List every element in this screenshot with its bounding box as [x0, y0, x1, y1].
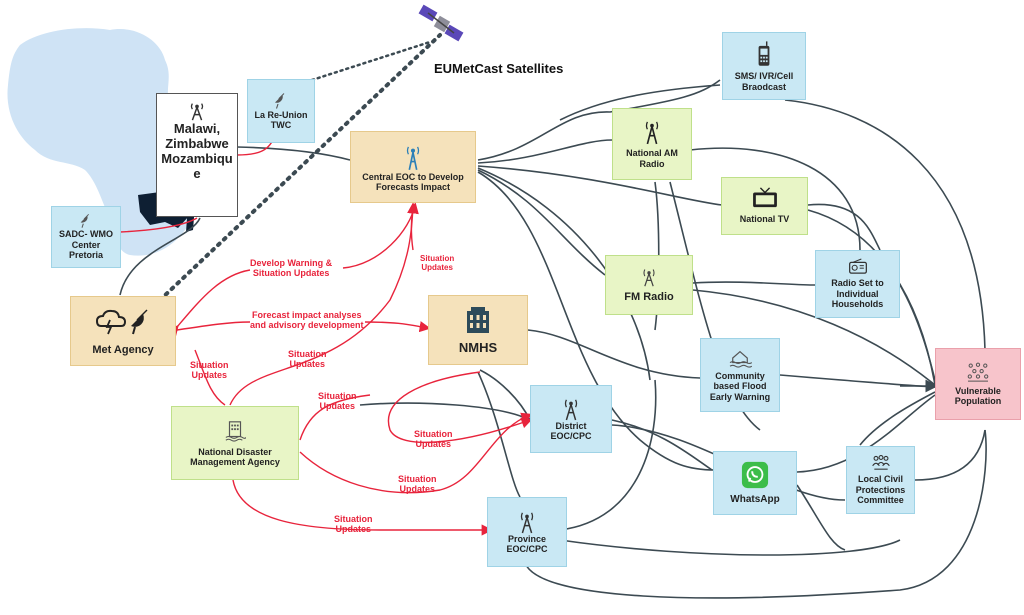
node-label: Province EOC/CPC [506, 533, 548, 554]
cell-phone-icon [758, 41, 770, 66]
node-label: Central EOC to Develop Forecasts Impact [362, 171, 464, 192]
flood-house-icon [729, 350, 752, 368]
node-label: National AM Radio [626, 148, 678, 169]
node-sms-ivr-cell-broadcast[interactable]: SMS/ IVR/Cell Braodcast [722, 32, 806, 100]
node-label: Met Agency [92, 343, 154, 356]
edge-label-situation-ndma-central: Situation Updates [288, 349, 327, 370]
television-icon [752, 187, 777, 208]
node-local-civil-protections-committee[interactable]: Local Civil Protections Committee [846, 446, 915, 514]
radio-icon [848, 259, 867, 275]
edge-label-situation-met-ndma: Situation Updates [190, 360, 229, 381]
edge-label-situation-district-2: Situation Updates [398, 474, 437, 495]
radio-tower-icon [520, 512, 534, 533]
storm-cloud-satellite-icon [95, 309, 148, 335]
node-radio-set-households[interactable]: Radio Set to Individual Households [815, 250, 900, 318]
satellite-dish-icon [80, 214, 89, 229]
node-community-flood-early-warning[interactable]: Community based Flood Early Warning [700, 338, 780, 412]
node-whatsapp[interactable]: WhatsApp [713, 451, 797, 515]
group-people-icon [871, 455, 890, 471]
node-label: Radio Set to Individual Households [831, 278, 884, 310]
node-label: District EOC/CPC [550, 420, 592, 441]
crowd-icon [967, 362, 989, 382]
node-label: La Re-Union TWC [254, 109, 308, 130]
node-la-reunion[interactable]: La Re-Union TWC [247, 79, 315, 143]
node-label: FM Radio [624, 290, 674, 303]
node-fm-radio[interactable]: FM Radio [605, 255, 693, 315]
radio-tower-icon [564, 399, 578, 420]
satellites-label: EUMetCast Satellites [434, 61, 564, 76]
edge-label-situation-district-1: Situation Updates [414, 429, 453, 450]
node-central-eoc[interactable]: Central EOC to Develop Forecasts Impact [350, 131, 476, 203]
edge-label-forecast-impact: Forecast impact analyses and advisory de… [250, 310, 364, 331]
radio-tower-icon [406, 146, 420, 170]
node-label: SADC- WMO Center Pretoria [59, 229, 113, 261]
satellite-dish-icon [275, 92, 285, 109]
node-label: SMS/ IVR/Cell Braodcast [734, 71, 794, 92]
edge-label-situation-central-nmhs: Situation Updates [420, 254, 455, 273]
node-label: NMHS [458, 339, 498, 355]
node-sadc-wmo[interactable]: SADC- WMO Center Pretoria [51, 206, 121, 268]
edge-label-develop-warning: Develop Warning & Situation Updates [250, 258, 333, 279]
node-vulnerable-population[interactable]: Vulnerable Population [935, 348, 1021, 420]
node-national-disaster-management-agency[interactable]: National Disaster Management Agency [171, 406, 299, 480]
office-building-icon [467, 306, 489, 333]
radio-tower-icon [645, 121, 659, 145]
node-malawi-zimbabwe-mozambique[interactable]: Malawi, Zimbabwe Mozambiqu e [156, 93, 238, 217]
node-label: WhatsApp [730, 493, 780, 505]
node-label: Community based Flood Early Warning [709, 370, 771, 402]
node-label: Malawi, Zimbabwe Mozambiqu e [161, 121, 233, 181]
flooded-building-icon [225, 420, 246, 442]
node-label: National Disaster Management Agency [190, 446, 280, 467]
node-label: Vulnerable Population [954, 385, 1002, 406]
whatsapp-icon [741, 461, 769, 488]
radio-tower-icon [190, 103, 204, 121]
node-national-tv[interactable]: National TV [721, 177, 808, 235]
radio-tower-icon [643, 268, 655, 287]
node-met-agency[interactable]: Met Agency [70, 296, 176, 366]
node-province-eoc[interactable]: Province EOC/CPC [487, 497, 567, 567]
node-label: Local Civil Protections Committee [855, 474, 906, 506]
node-national-am-radio[interactable]: National AM Radio [612, 108, 692, 180]
node-nmhs[interactable]: NMHS [428, 295, 528, 365]
satellite-icon [418, 4, 466, 46]
edge-label-situation-ndma-nmhs: Situation Updates [318, 391, 357, 412]
node-district-eoc[interactable]: District EOC/CPC [530, 385, 612, 453]
edge-label-situation-province: Situation Updates [334, 514, 373, 535]
node-label: National TV [739, 214, 790, 225]
